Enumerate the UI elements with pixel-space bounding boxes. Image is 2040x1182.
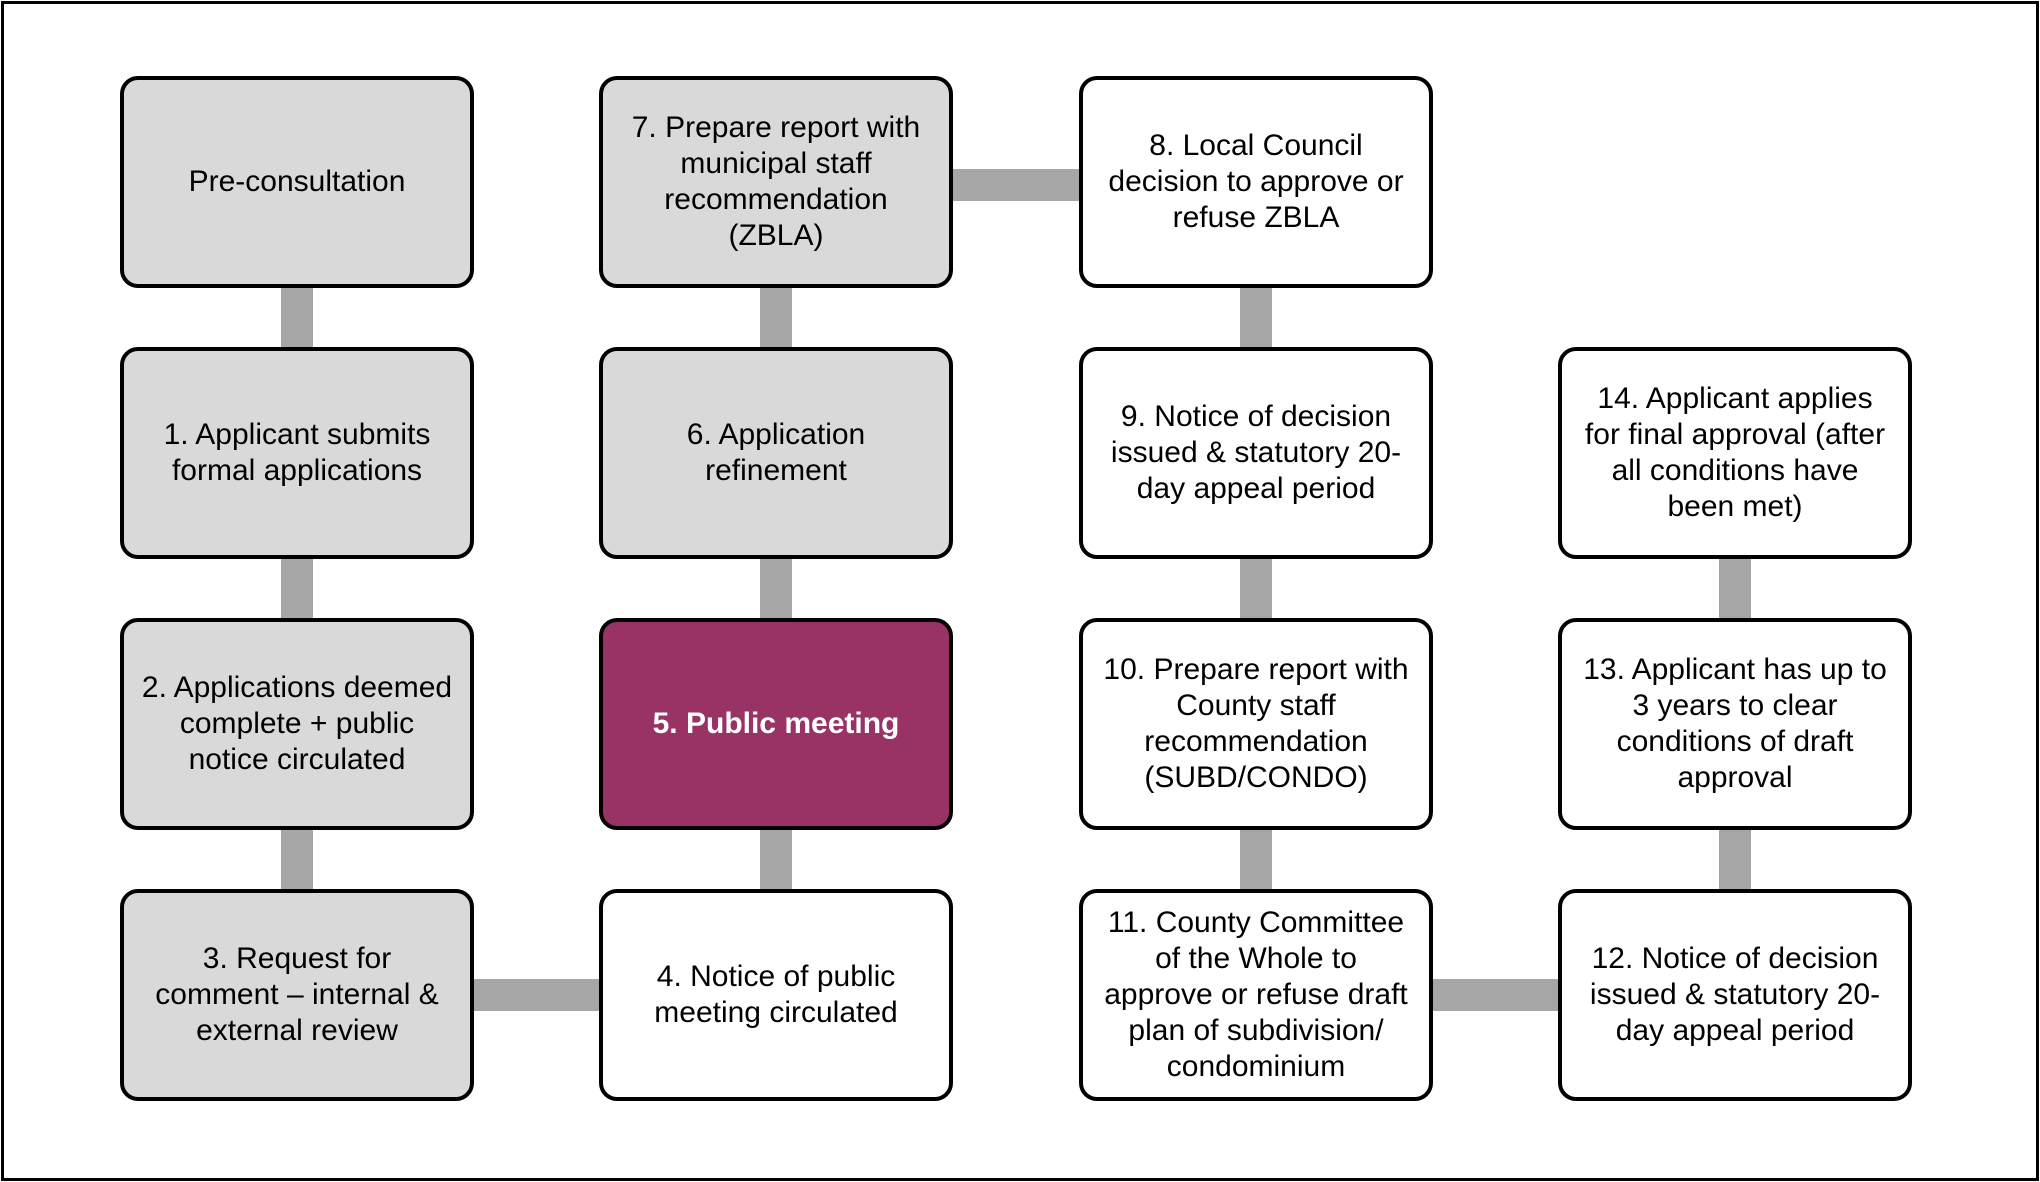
connector-step-5-to-step-6 <box>760 559 792 618</box>
connector-step-8-to-step-9 <box>1240 288 1272 347</box>
step-11-box: 11. County Committee of the Whole to app… <box>1079 889 1433 1101</box>
step-6-label: 6. Application refinement <box>686 418 866 487</box>
connector-step-6-to-step-7 <box>760 288 792 347</box>
step-4-label: 4. Notice of public meeting circulated <box>654 960 898 1029</box>
connector-step-2-to-step-3 <box>281 830 313 889</box>
step-14-label: 14. Applicant applies for final approval… <box>1584 382 1886 523</box>
connector-step-11-to-step-12 <box>1433 979 1558 1011</box>
step-7-box: 7. Prepare report with municipal staff r… <box>599 76 953 288</box>
connector-step-3-to-step-4 <box>474 979 599 1011</box>
step-5-box: 5. Public meeting <box>599 618 953 830</box>
step-13-box: 13. Applicant has up to 3 years to clear… <box>1558 618 1912 830</box>
connector-step-12-to-step-13 <box>1719 830 1751 889</box>
step-8-label: 8. Local Council decision to approve or … <box>1108 129 1404 234</box>
step-2-box: 2. Applications deemed complete + public… <box>120 618 474 830</box>
step-1-box: 1. Applicant submits formal applications <box>120 347 474 559</box>
step-pre-consultation-box: Pre-consultation <box>120 76 474 288</box>
step-10-label: 10. Prepare report with County staff rec… <box>1103 653 1409 794</box>
step-2-label: 2. Applications deemed complete + public… <box>141 671 453 776</box>
step-1-label: 1. Applicant submits formal applications <box>163 418 431 487</box>
step-14-box: 14. Applicant applies for final approval… <box>1558 347 1912 559</box>
step-3-box: 3. Request for comment – internal & exte… <box>120 889 474 1101</box>
connector-step-7-to-step-8 <box>953 169 1079 201</box>
step-pre-consultation-label: Pre-consultation <box>188 165 406 198</box>
step-5-label: 5. Public meeting <box>652 707 900 740</box>
step-8-box: 8. Local Council decision to approve or … <box>1079 76 1433 288</box>
step-12-box: 12. Notice of decision issued & statutor… <box>1558 889 1912 1101</box>
step-12-label: 12. Notice of decision issued & statutor… <box>1589 942 1881 1047</box>
step-6-box: 6. Application refinement <box>599 347 953 559</box>
connector-step-1-to-step-2 <box>281 559 313 618</box>
connector-pre-consultation-to-step-1 <box>281 288 313 347</box>
step-9-box: 9. Notice of decision issued & statutory… <box>1079 347 1433 559</box>
connector-step-4-to-step-5 <box>760 830 792 889</box>
step-3-label: 3. Request for comment – internal & exte… <box>155 942 439 1047</box>
step-4-box: 4. Notice of public meeting circulated <box>599 889 953 1101</box>
step-11-label: 11. County Committee of the Whole to app… <box>1104 906 1408 1083</box>
connector-step-13-to-step-14 <box>1719 559 1751 618</box>
step-10-box: 10. Prepare report with County staff rec… <box>1079 618 1433 830</box>
step-7-label: 7. Prepare report with municipal staff r… <box>631 111 921 252</box>
connector-step-9-to-step-10 <box>1240 559 1272 618</box>
step-9-label: 9. Notice of decision issued & statutory… <box>1110 400 1402 505</box>
step-13-label: 13. Applicant has up to 3 years to clear… <box>1583 653 1887 794</box>
connector-step-10-to-step-11 <box>1240 830 1272 889</box>
